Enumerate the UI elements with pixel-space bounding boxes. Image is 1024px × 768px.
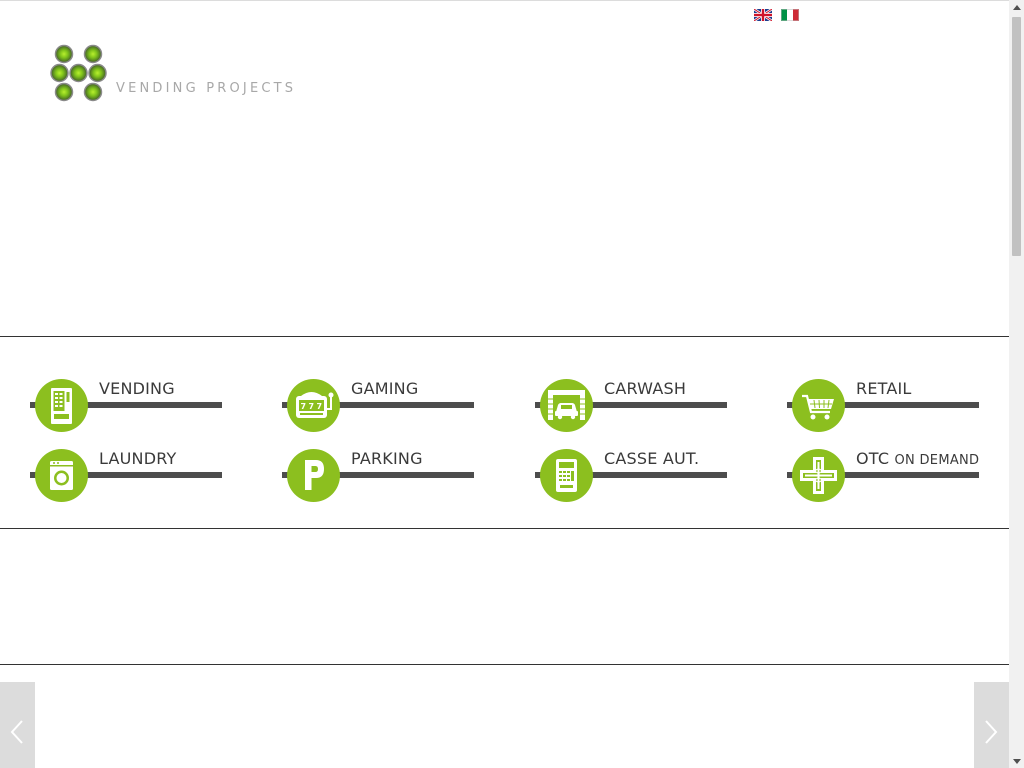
logo-icon[interactable] — [50, 44, 290, 106]
logo-text: VENDING PROJECTS — [116, 81, 297, 96]
scroll-up-button[interactable] — [1009, 0, 1024, 14]
category-label: LAUNDRY — [99, 449, 177, 468]
carwash-icon — [540, 379, 593, 432]
divider-top — [0, 336, 1009, 337]
scroll-thumb[interactable] — [1012, 17, 1021, 256]
category-otc-on-demand[interactable]: OTC ON DEMAND — [787, 441, 979, 502]
svg-text:7: 7 — [317, 402, 323, 411]
category-carwash[interactable]: CARWASH — [535, 371, 727, 432]
otc-cross-icon — [792, 449, 845, 502]
category-casse-aut[interactable]: CASSE AUT. — [535, 441, 727, 502]
vertical-scrollbar[interactable] — [1009, 0, 1024, 768]
category-label: OTC ON DEMAND — [856, 449, 979, 468]
chevron-left-icon — [10, 720, 23, 744]
category-bar — [282, 402, 474, 408]
cash-machine-icon — [540, 449, 593, 502]
category-bar — [30, 402, 222, 408]
scroll-down-button[interactable] — [1009, 754, 1024, 768]
chevron-right-icon — [985, 720, 998, 744]
slider-next-button[interactable] — [974, 682, 1009, 768]
italy-flag-icon[interactable] — [781, 9, 799, 21]
category-label: CASSE AUT. — [604, 449, 700, 468]
svg-text:7: 7 — [301, 402, 307, 411]
svg-text:7: 7 — [309, 402, 315, 411]
category-bar — [787, 472, 979, 478]
category-label: RETAIL — [856, 379, 912, 398]
shopping-cart-icon — [792, 379, 845, 432]
divider-middle — [0, 528, 1009, 529]
category-retail[interactable]: RETAIL — [787, 371, 979, 432]
category-bar — [30, 472, 222, 478]
vending-machine-icon — [35, 379, 88, 432]
slider-prev-button[interactable] — [0, 682, 35, 768]
top-border — [0, 0, 1009, 1]
category-label: VENDING — [99, 379, 175, 398]
category-parking[interactable]: PARKING — [282, 441, 474, 502]
category-laundry[interactable]: LAUNDRY — [30, 441, 222, 502]
otc-on-demand-label: ON DEMAND — [894, 453, 980, 468]
uk-flag-icon[interactable] — [754, 9, 772, 21]
category-bar — [282, 472, 474, 478]
category-vending[interactable]: VENDING — [30, 371, 222, 432]
category-bar — [787, 402, 979, 408]
category-bar — [535, 402, 727, 408]
category-bar — [535, 472, 727, 478]
language-switcher — [754, 9, 799, 21]
washing-machine-icon — [35, 449, 88, 502]
category-label: CARWASH — [604, 379, 687, 398]
category-label: PARKING — [351, 449, 423, 468]
parking-icon — [287, 449, 340, 502]
divider-bottom — [0, 664, 1009, 665]
category-label: GAMING — [351, 379, 419, 398]
otc-label: OTC — [856, 449, 890, 468]
